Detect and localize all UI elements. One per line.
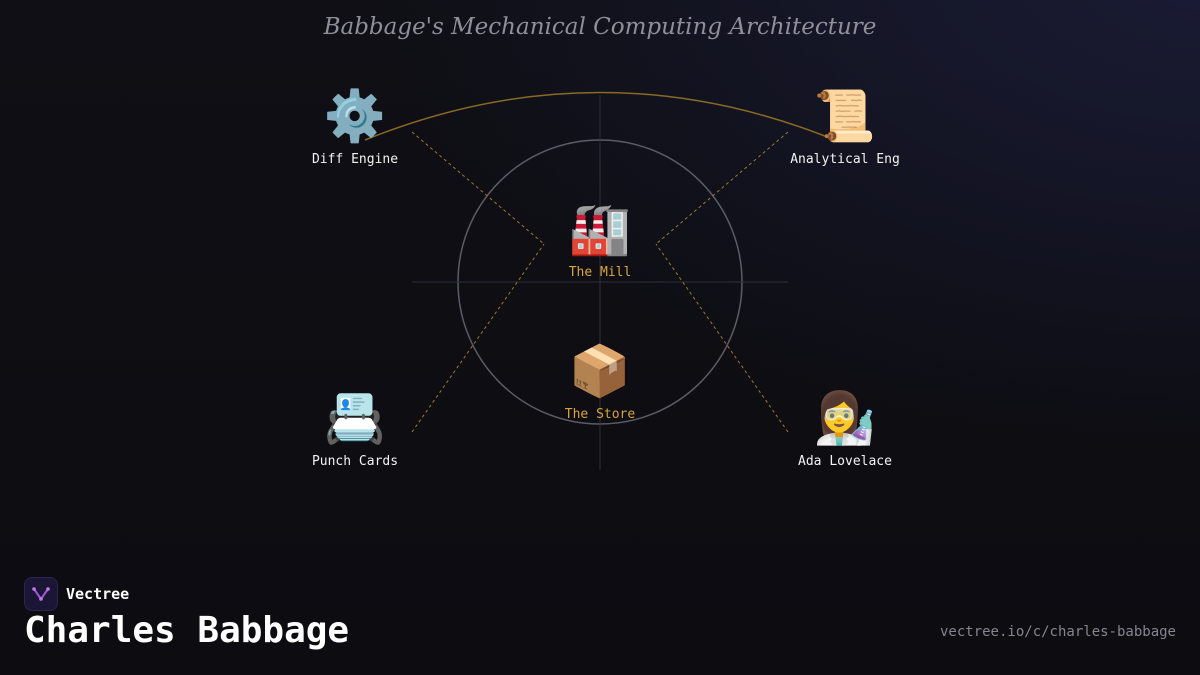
node-label: Analytical Eng bbox=[790, 152, 900, 167]
connector-analytical-engine bbox=[655, 131, 789, 245]
gear-icon: ⚙️ bbox=[323, 87, 387, 145]
brand-name: Vectree bbox=[66, 585, 130, 603]
brand[interactable]: Vectree bbox=[24, 577, 129, 611]
card-index-icon: 📇 bbox=[323, 389, 387, 447]
node-the-mill[interactable]: 🏭 The Mill bbox=[500, 199, 700, 280]
node-analytical-engine[interactable]: 📜 Analytical Eng bbox=[745, 86, 945, 167]
factory-icon: 🏭 bbox=[568, 200, 632, 258]
node-the-store[interactable]: 📦 The Store bbox=[500, 341, 700, 422]
connector-punch-cards bbox=[411, 243, 545, 433]
engine-arc bbox=[364, 91, 836, 141]
connector-ada-lovelace bbox=[655, 243, 789, 433]
diagram-title: Babbage's Mechanical Computing Architect… bbox=[323, 14, 877, 40]
page-title: Charles Babbage bbox=[24, 610, 350, 651]
node-ada-lovelace[interactable]: 👩‍🔬 Ada Lovelace bbox=[745, 388, 945, 469]
connector-diff-engine bbox=[411, 131, 545, 245]
woman-scientist-icon: 👩‍🔬 bbox=[813, 389, 877, 447]
package-icon: 📦 bbox=[568, 342, 632, 400]
vectree-logo-icon bbox=[24, 577, 58, 611]
scroll-icon: 📜 bbox=[813, 87, 877, 145]
node-label: Punch Cards bbox=[311, 454, 399, 469]
node-punch-cards[interactable]: 📇 Punch Cards bbox=[255, 388, 455, 469]
node-label: Ada Lovelace bbox=[798, 454, 892, 469]
node-label: Diff Engine bbox=[311, 152, 399, 167]
node-label: The Mill bbox=[568, 265, 632, 280]
page-url[interactable]: vectree.io/c/charles-babbage bbox=[939, 624, 1176, 640]
node-diff-engine[interactable]: ⚙️ Diff Engine bbox=[255, 86, 455, 167]
node-label: The Store bbox=[564, 407, 636, 422]
